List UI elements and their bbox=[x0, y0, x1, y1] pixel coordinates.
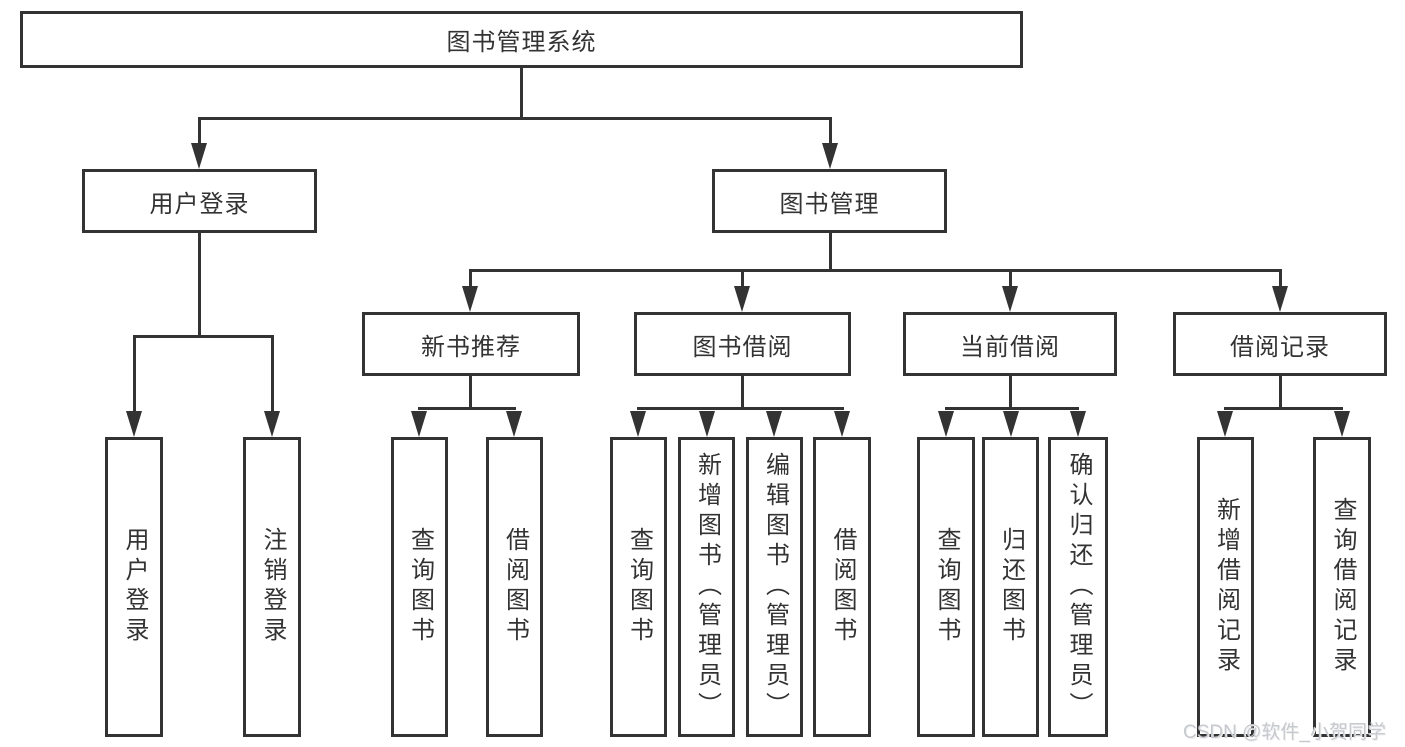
arrow-down-icon bbox=[191, 143, 207, 169]
connector-line bbox=[1224, 407, 1343, 410]
arrow-down-icon bbox=[1003, 411, 1019, 437]
node-new-book-recommendation: 新书推荐 bbox=[362, 312, 580, 376]
connector-line bbox=[945, 407, 1079, 410]
arrow-down-icon bbox=[1272, 286, 1288, 312]
node-label: 查询借阅记录 bbox=[1329, 497, 1356, 677]
connector-line bbox=[520, 68, 523, 120]
node-label: 当前借阅 bbox=[960, 333, 1060, 361]
node-label: 编辑图书（管理员） bbox=[761, 452, 789, 722]
leaf-borrow-books: 借阅图书 bbox=[813, 437, 871, 737]
node-label: 注销登录 bbox=[259, 527, 286, 647]
node-library-management-system: 图书管理系统 bbox=[20, 11, 1023, 68]
leaf-query-books-recommend: 查询图书 bbox=[391, 437, 448, 737]
arrow-down-icon bbox=[126, 411, 142, 437]
leaf-return-books: 归还图书 bbox=[982, 437, 1039, 737]
node-label: 用户登录 bbox=[149, 190, 250, 218]
leaf-confirm-return-admin: 确认归还（管理员） bbox=[1048, 437, 1108, 737]
arrow-down-icon bbox=[411, 411, 427, 437]
arrow-down-icon bbox=[630, 411, 646, 437]
connector-line bbox=[1279, 269, 1282, 291]
node-label: 图书借阅 bbox=[692, 333, 793, 361]
connector-line bbox=[829, 117, 832, 147]
node-label: 用户登录 bbox=[121, 527, 148, 647]
node-label: 新书推荐 bbox=[421, 333, 521, 361]
arrow-down-icon bbox=[734, 286, 750, 312]
node-label: 归还图书 bbox=[997, 527, 1025, 647]
node-label: 查询图书 bbox=[933, 527, 960, 647]
connector-line bbox=[1009, 269, 1012, 291]
arrow-down-icon bbox=[264, 411, 280, 437]
node-label: 新增借阅记录 bbox=[1212, 497, 1240, 677]
leaf-add-borrow-record: 新增借阅记录 bbox=[1197, 437, 1254, 737]
arrow-down-icon bbox=[462, 286, 478, 312]
node-label: 查询图书 bbox=[625, 527, 653, 647]
leaf-borrow-books-recommend: 借阅图书 bbox=[486, 437, 543, 737]
connector-line bbox=[1279, 376, 1282, 409]
arrow-down-icon bbox=[766, 411, 782, 437]
connector-line bbox=[133, 335, 136, 415]
arrow-down-icon bbox=[1070, 411, 1086, 437]
node-label: 借阅记录 bbox=[1230, 333, 1330, 361]
connector-line bbox=[469, 376, 472, 409]
connector-line bbox=[198, 233, 201, 337]
leaf-logout: 注销登录 bbox=[243, 437, 301, 737]
node-book-borrowing: 图书借阅 bbox=[634, 312, 851, 376]
node-book-management: 图书管理 bbox=[712, 169, 947, 233]
connector-line bbox=[637, 407, 844, 410]
leaf-user-login: 用户登录 bbox=[105, 437, 163, 737]
connector-line bbox=[198, 117, 201, 147]
connector-line bbox=[1009, 376, 1012, 409]
arrow-down-icon bbox=[506, 411, 522, 437]
node-current-borrowing: 当前借阅 bbox=[903, 312, 1117, 376]
connector-line bbox=[741, 376, 744, 409]
node-user-login: 用户登录 bbox=[82, 169, 317, 233]
connector-line bbox=[418, 407, 516, 410]
node-label: 新增图书（管理员） bbox=[693, 452, 721, 722]
leaf-add-book-admin: 新增图书（管理员） bbox=[678, 437, 735, 737]
connector-line bbox=[829, 233, 832, 271]
arrow-down-icon bbox=[1217, 411, 1233, 437]
arrow-down-icon bbox=[699, 411, 715, 437]
leaf-edit-book-admin: 编辑图书（管理员） bbox=[746, 437, 803, 737]
leaf-query-borrow-record: 查询借阅记录 bbox=[1313, 437, 1371, 737]
node-label: 查询图书 bbox=[406, 527, 434, 647]
arrow-down-icon bbox=[834, 411, 850, 437]
leaf-query-books-borrow: 查询图书 bbox=[610, 437, 667, 737]
leaf-query-books-current: 查询图书 bbox=[917, 437, 975, 737]
connector-line bbox=[133, 335, 274, 338]
node-label: 确认归还（管理员） bbox=[1065, 452, 1092, 722]
arrow-down-icon bbox=[1002, 286, 1018, 312]
connector-line bbox=[469, 269, 1282, 272]
node-borrowing-records: 借阅记录 bbox=[1173, 312, 1387, 376]
arrow-down-icon bbox=[822, 143, 838, 169]
node-label: 图书管理系统 bbox=[446, 29, 597, 56]
arrow-down-icon bbox=[938, 411, 954, 437]
connector-line bbox=[198, 117, 832, 120]
node-label: 借阅图书 bbox=[829, 527, 856, 647]
arrow-down-icon bbox=[1334, 411, 1350, 437]
connector-line bbox=[271, 335, 274, 415]
node-label: 借阅图书 bbox=[501, 527, 529, 647]
connector-line bbox=[469, 269, 472, 291]
csdn-watermark: CSDN @软件_小贺同学 bbox=[1183, 722, 1386, 743]
node-label: 图书管理 bbox=[779, 190, 880, 218]
connector-line bbox=[741, 269, 744, 291]
